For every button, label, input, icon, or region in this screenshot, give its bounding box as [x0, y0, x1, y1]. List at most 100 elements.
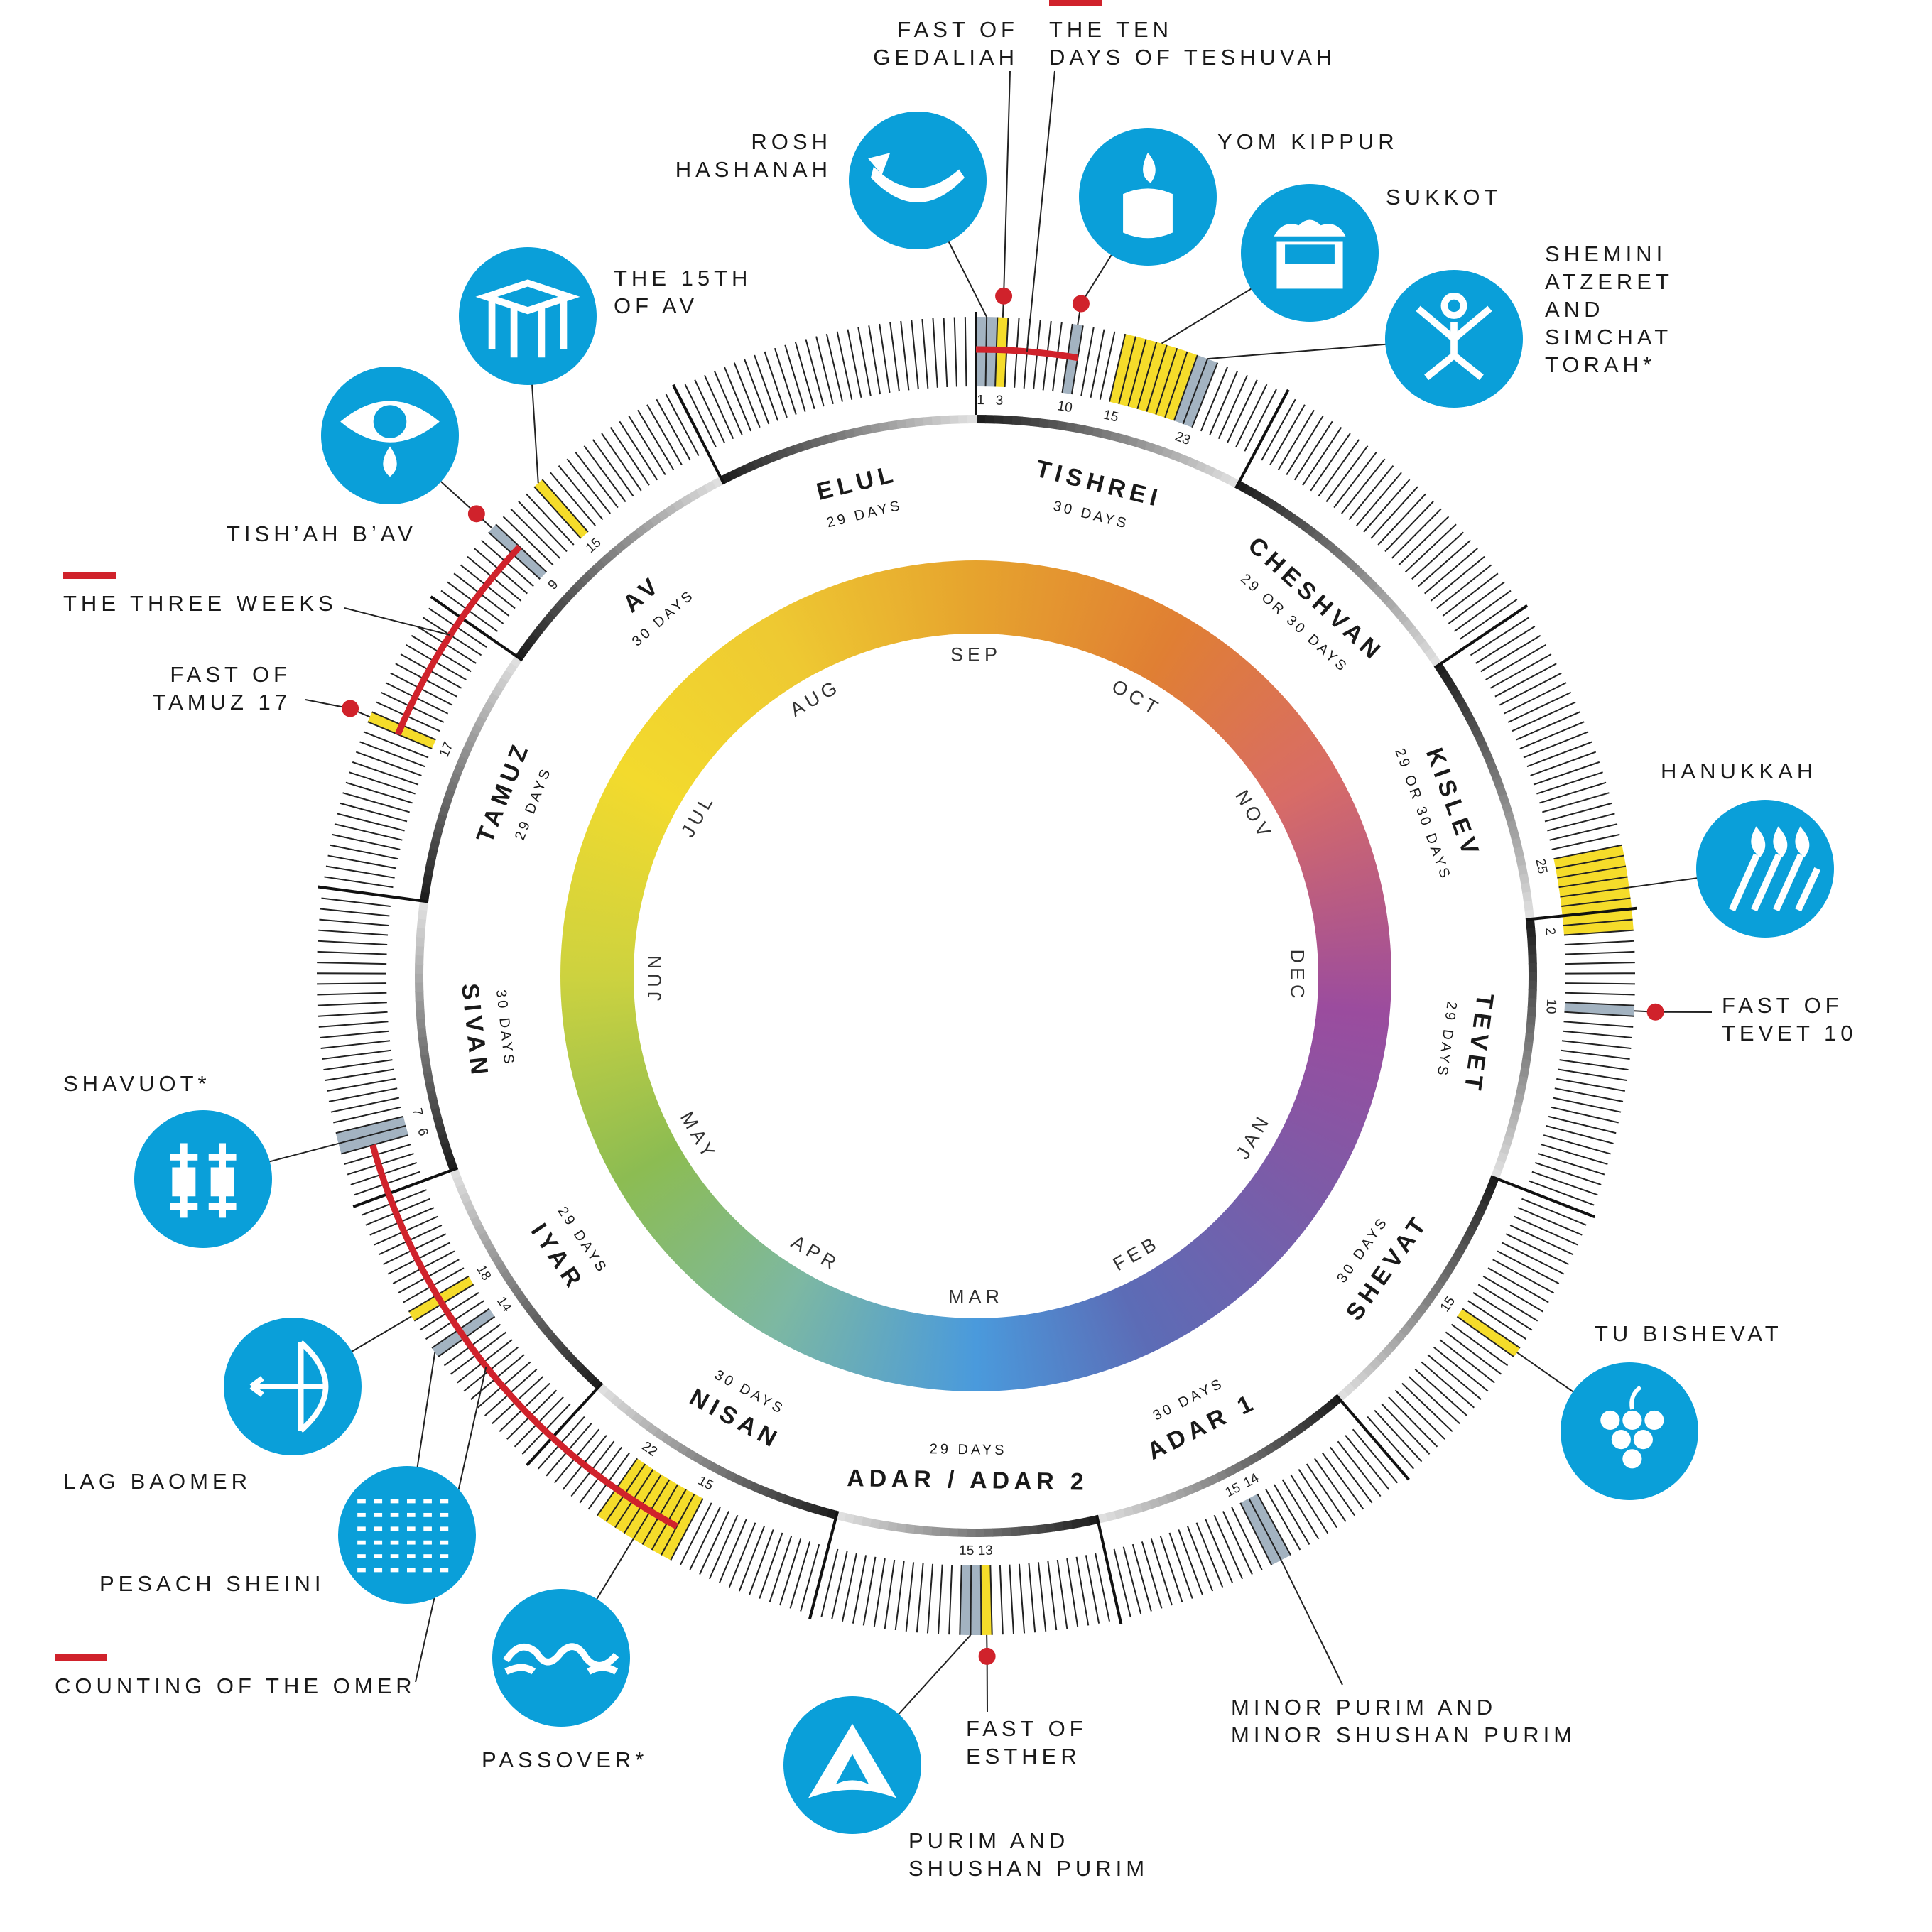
month-arc-segment [1342, 1383, 1356, 1396]
month-arc-segment [1092, 427, 1105, 438]
day-number-label: 6 [414, 1127, 430, 1138]
month-arc-segment [1043, 1523, 1055, 1533]
month-arc-segment [672, 498, 686, 511]
day-tick [1352, 1428, 1399, 1484]
label-fast-of-gedaliah: FAST OF GEDALIAH [873, 17, 1019, 70]
month-arc-segment [1239, 1457, 1252, 1470]
month-arc-segment [463, 739, 475, 751]
fast-day-marker [467, 505, 485, 523]
month-days: 29 DAYS [825, 497, 904, 531]
day-tick [337, 813, 405, 832]
month-arc-segment [1297, 519, 1310, 533]
day-tick [1531, 1171, 1598, 1196]
month-arc-segment [895, 1522, 906, 1533]
day-tick [1499, 672, 1562, 706]
month-arc-segment [1512, 837, 1523, 850]
day-number-label: 1 [977, 393, 984, 408]
month-days: 29 DAYS [1433, 1000, 1459, 1079]
month-arc-segment [1509, 1109, 1521, 1122]
month-arc-segment [1220, 472, 1233, 485]
month-arc-segment [520, 639, 534, 653]
day-tick [938, 1564, 943, 1634]
day-tick [1398, 516, 1450, 566]
month-arc-segment [776, 447, 789, 460]
day-tick [1549, 823, 1618, 841]
leader-line [1003, 70, 1011, 296]
month-arc-segment [467, 730, 479, 744]
day-tick [332, 833, 401, 850]
month-arc-segment [808, 1503, 820, 1514]
month-arc-segment [1056, 420, 1068, 431]
month-arc-segment [1485, 759, 1498, 773]
label-shavuot: SHAVUOT* [63, 1071, 211, 1096]
month-arc-segment [426, 1089, 438, 1101]
gregorian-month-label: SEP [950, 644, 1002, 666]
month-arc-segment [620, 535, 634, 548]
month-arc-segment [1215, 1470, 1228, 1482]
day-tick [1418, 539, 1472, 587]
day-tick [1528, 1180, 1595, 1206]
day-tick [1009, 1564, 1014, 1634]
day-tick [1200, 366, 1229, 432]
day-tick [868, 325, 881, 395]
day-tick [317, 950, 387, 955]
day-tick [1489, 653, 1552, 689]
month-arc-segment [582, 1370, 596, 1384]
day-tick [1122, 1546, 1142, 1614]
day-tick [1475, 626, 1536, 664]
day-number-label: 23 [1173, 429, 1192, 448]
month-arc-segment [1372, 585, 1386, 599]
day-number-label: 13 [977, 1543, 992, 1558]
month-arc-segment [799, 1500, 812, 1512]
month-arc-segment [586, 565, 600, 578]
day-tick [656, 398, 691, 461]
month-arc-segment [1453, 694, 1467, 707]
day-tick [1235, 384, 1268, 447]
month-arc-segment [499, 1268, 513, 1282]
hamantash-icon [783, 1696, 921, 1834]
day-tick [774, 347, 797, 415]
month-arc-segment [760, 454, 773, 466]
month-arc-segment [1355, 1370, 1369, 1384]
day-tick [1565, 992, 1635, 996]
day-tick [325, 865, 395, 879]
day-tick [879, 323, 891, 394]
day-tick [1298, 1469, 1337, 1529]
month-arc-segment [1421, 1295, 1434, 1309]
day-tick [1037, 1562, 1047, 1632]
month-arc-segment [1000, 1527, 1011, 1537]
day-tick [592, 439, 634, 497]
month-arc-segment [614, 541, 627, 554]
day-tick [1547, 813, 1615, 832]
month-arc-segment [1439, 671, 1453, 684]
month-arc-segment [1386, 1337, 1401, 1352]
day-tick [970, 1565, 972, 1635]
day-tick [1113, 1548, 1131, 1617]
label-minor-purim: MINOR PURIM AND MINOR SHUSHAN PURIM [1231, 1695, 1577, 1747]
day-tick [510, 508, 561, 559]
month-arc-segment [852, 426, 865, 437]
grapes-icon [1561, 1362, 1698, 1500]
day-highlight [1553, 845, 1634, 935]
month-arc-segment [456, 754, 468, 768]
day-tick [1519, 721, 1585, 749]
month-arc-segment [1262, 1443, 1276, 1456]
month-arc-segment [1203, 465, 1217, 477]
day-number-label: 17 [437, 740, 457, 760]
day-tick [1534, 1161, 1602, 1185]
day-tick [754, 354, 779, 421]
label-fast-of-tamuz: FAST OF TAMUZ 17 [152, 662, 291, 715]
month-arc-segment [1021, 416, 1032, 426]
month-arc-segment [1247, 1453, 1260, 1465]
day-tick [1492, 1259, 1555, 1294]
day-tick [1542, 792, 1610, 813]
month-arc-segment [1211, 468, 1225, 481]
day-tick [355, 751, 422, 776]
day-tick [1227, 379, 1258, 443]
month-arc-segment [1492, 776, 1504, 790]
month-arc-segment [455, 1183, 468, 1196]
month-arc-segment [519, 1297, 533, 1311]
day-tick [628, 415, 666, 476]
month-arc-segment [433, 1115, 444, 1128]
day-tick [852, 1555, 867, 1624]
